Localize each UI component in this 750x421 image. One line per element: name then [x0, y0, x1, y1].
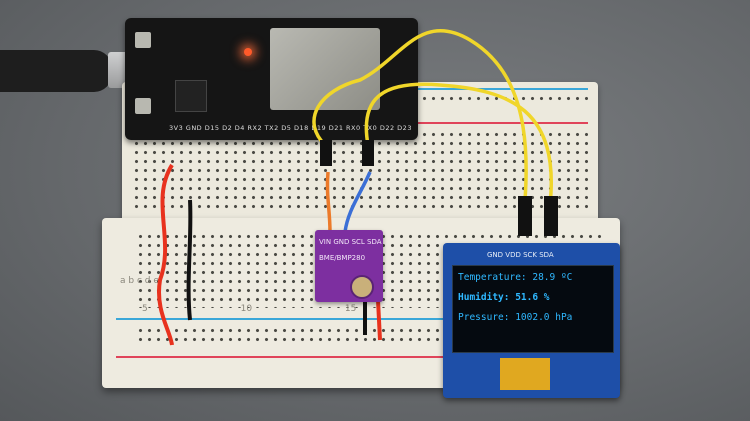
column-numbers: 5 10 15 20 — [142, 304, 461, 314]
oled-pin-labels: GND VDD SCK SDA — [487, 251, 554, 259]
oled-screen: Temperature: 28.9 ºC Humidity: 51.6 % Pr… — [452, 265, 614, 353]
usb-uart-chip — [175, 80, 207, 112]
esp32-pin-labels: 3V3 GND D15 D2 D4 RX2 TX2 D5 D18 D19 D21… — [169, 124, 412, 132]
en-button — [135, 32, 151, 48]
sensor-pin-labels: VIN GND SCL SDA — [319, 238, 382, 246]
usb-cable — [0, 50, 112, 92]
oled-flex-cable — [500, 358, 550, 390]
sensor-model-label: BME/BMP280 — [319, 254, 366, 262]
power-led — [244, 48, 252, 56]
boot-button — [135, 98, 151, 114]
sensor-chip — [350, 275, 374, 299]
oled-humidity-line: Humidity: 51.6 % — [458, 292, 550, 303]
oled-temperature-line: Temperature: 28.9 ºC — [458, 272, 573, 283]
oled-pressure-line: Pressure: 1002.0 hPa — [458, 312, 573, 323]
row-letters: a b c d e — [120, 276, 159, 286]
